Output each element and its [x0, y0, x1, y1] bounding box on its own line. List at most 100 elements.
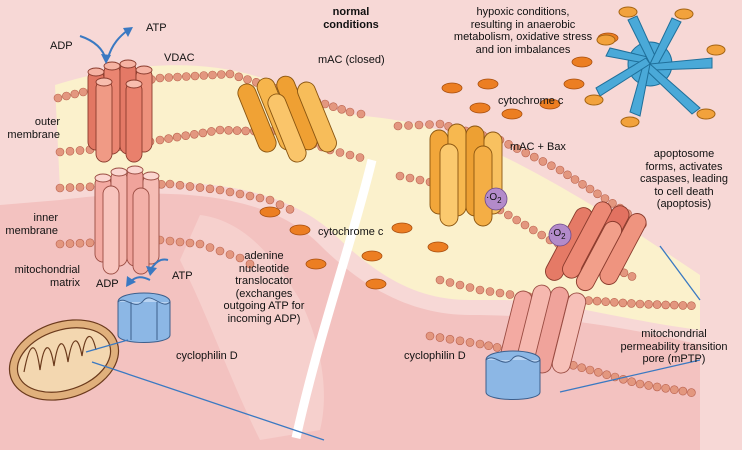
- cyclophilin-right-label: cyclophilin D: [404, 350, 466, 362]
- lipid-head: [75, 146, 85, 155]
- lipid-head: [285, 205, 295, 214]
- cyclophilin-d-left: [117, 292, 171, 343]
- ros-subscript-1: 2: [497, 196, 502, 205]
- adp-label-bottom: ADP: [96, 278, 119, 290]
- lipid-head: [529, 152, 539, 162]
- lipid-head: [484, 341, 493, 351]
- lipid-head: [155, 135, 165, 145]
- lipid-head: [356, 109, 366, 119]
- lipid-head: [601, 297, 611, 307]
- atp-label-bottom: ATP: [172, 270, 193, 282]
- lipid-head: [395, 171, 405, 181]
- lipid-head: [335, 148, 345, 157]
- outer-line-2: membrane: [7, 128, 60, 141]
- lipid-head: [528, 225, 538, 235]
- lipid-head: [652, 300, 662, 309]
- lipid-head: [65, 239, 75, 248]
- inner-line-2: membrane: [5, 224, 58, 237]
- lipid-head: [521, 148, 531, 158]
- lipid-head: [593, 367, 603, 377]
- lipid-head: [592, 296, 602, 306]
- lipid-head: [435, 275, 445, 285]
- lipid-head: [661, 383, 671, 393]
- apoptosome-line-4: to cell death: [654, 185, 714, 198]
- lipid-head: [687, 388, 696, 397]
- ant-line-5: outgoing ATP for: [223, 300, 305, 312]
- lipid-head: [475, 339, 485, 349]
- lipid-head: [485, 287, 495, 296]
- lipid-head: [243, 75, 252, 84]
- lipid-head: [520, 220, 530, 230]
- lipid-head: [208, 70, 217, 80]
- ant-line-6: incoming ADP): [227, 312, 301, 325]
- mitochondrion-inset: [8, 319, 120, 401]
- lipid-head: [65, 146, 75, 156]
- lipid-head: [678, 301, 688, 310]
- condition-divider: [291, 158, 377, 439]
- lipid-head: [661, 300, 671, 310]
- lipid-head: [190, 71, 200, 81]
- lipid-head: [635, 299, 645, 309]
- lipid-head: [465, 338, 475, 347]
- lipid-head: [55, 147, 65, 157]
- ant-line-1: adenine: [244, 250, 284, 262]
- lipid-head: [578, 180, 587, 189]
- lipid-head: [199, 71, 209, 80]
- lipid-head: [570, 175, 580, 184]
- lipid-head: [512, 215, 522, 225]
- ant-channel: [94, 165, 160, 275]
- matrix-fold: [180, 215, 324, 440]
- lipid-head: [475, 285, 485, 295]
- lipid-head: [555, 165, 565, 175]
- ros-label-2: ·O2: [550, 228, 566, 244]
- lipid-head: [175, 237, 185, 247]
- lipid-head: [225, 250, 235, 259]
- mac-bax-label: mAC + Bax: [510, 141, 566, 153]
- lipid-head: [425, 331, 435, 341]
- mptp-label: mitochondrial permeability transition po…: [610, 328, 738, 366]
- leader-lines: [85, 245, 701, 441]
- lipid-head: [415, 175, 425, 185]
- lipid-head: [195, 239, 205, 249]
- vdac-channel: [87, 59, 153, 163]
- lipid-head: [618, 298, 628, 308]
- lipid-head: [465, 283, 475, 292]
- lipid-head: [164, 73, 174, 82]
- lipid-head: [404, 121, 413, 130]
- lipid-head: [235, 253, 245, 263]
- cyclophilin-left-label: cyclophilin D: [176, 350, 238, 362]
- outer-membrane-label: outer membrane: [2, 116, 60, 141]
- lipid-head: [224, 126, 233, 135]
- lipid-head: [205, 243, 215, 252]
- lipid-head: [585, 365, 595, 375]
- lipid-head: [215, 246, 225, 256]
- lipid-head: [503, 210, 513, 220]
- lipid-head: [198, 128, 208, 138]
- lipid-head: [455, 336, 465, 346]
- lipid-head: [644, 299, 653, 309]
- lipid-head: [435, 119, 445, 129]
- lipid-head: [62, 91, 71, 101]
- lipid-head: [609, 297, 619, 307]
- lipid-head: [669, 300, 679, 310]
- lipid-head: [585, 184, 595, 194]
- lipid-head: [225, 69, 235, 79]
- hypoxic-sub-2: metabolism, oxidative stress: [453, 31, 593, 43]
- lipid-head: [563, 170, 572, 180]
- lipid-head: [435, 333, 445, 342]
- lipid-head: [345, 150, 355, 160]
- apoptosome-line-2: forms, activates: [645, 160, 723, 173]
- lipid-head: [195, 183, 205, 192]
- lipid-head: [234, 72, 244, 82]
- lipid-head: [547, 161, 556, 170]
- ant-line-3: translocator: [235, 275, 293, 287]
- lipid-head: [492, 343, 502, 352]
- lipid-head: [328, 102, 338, 111]
- lipid-head: [245, 259, 255, 269]
- lipid-head: [265, 195, 275, 205]
- flow-arrowheads: [101, 27, 157, 287]
- lipid-head: [75, 182, 85, 192]
- lipid-head: [232, 126, 242, 135]
